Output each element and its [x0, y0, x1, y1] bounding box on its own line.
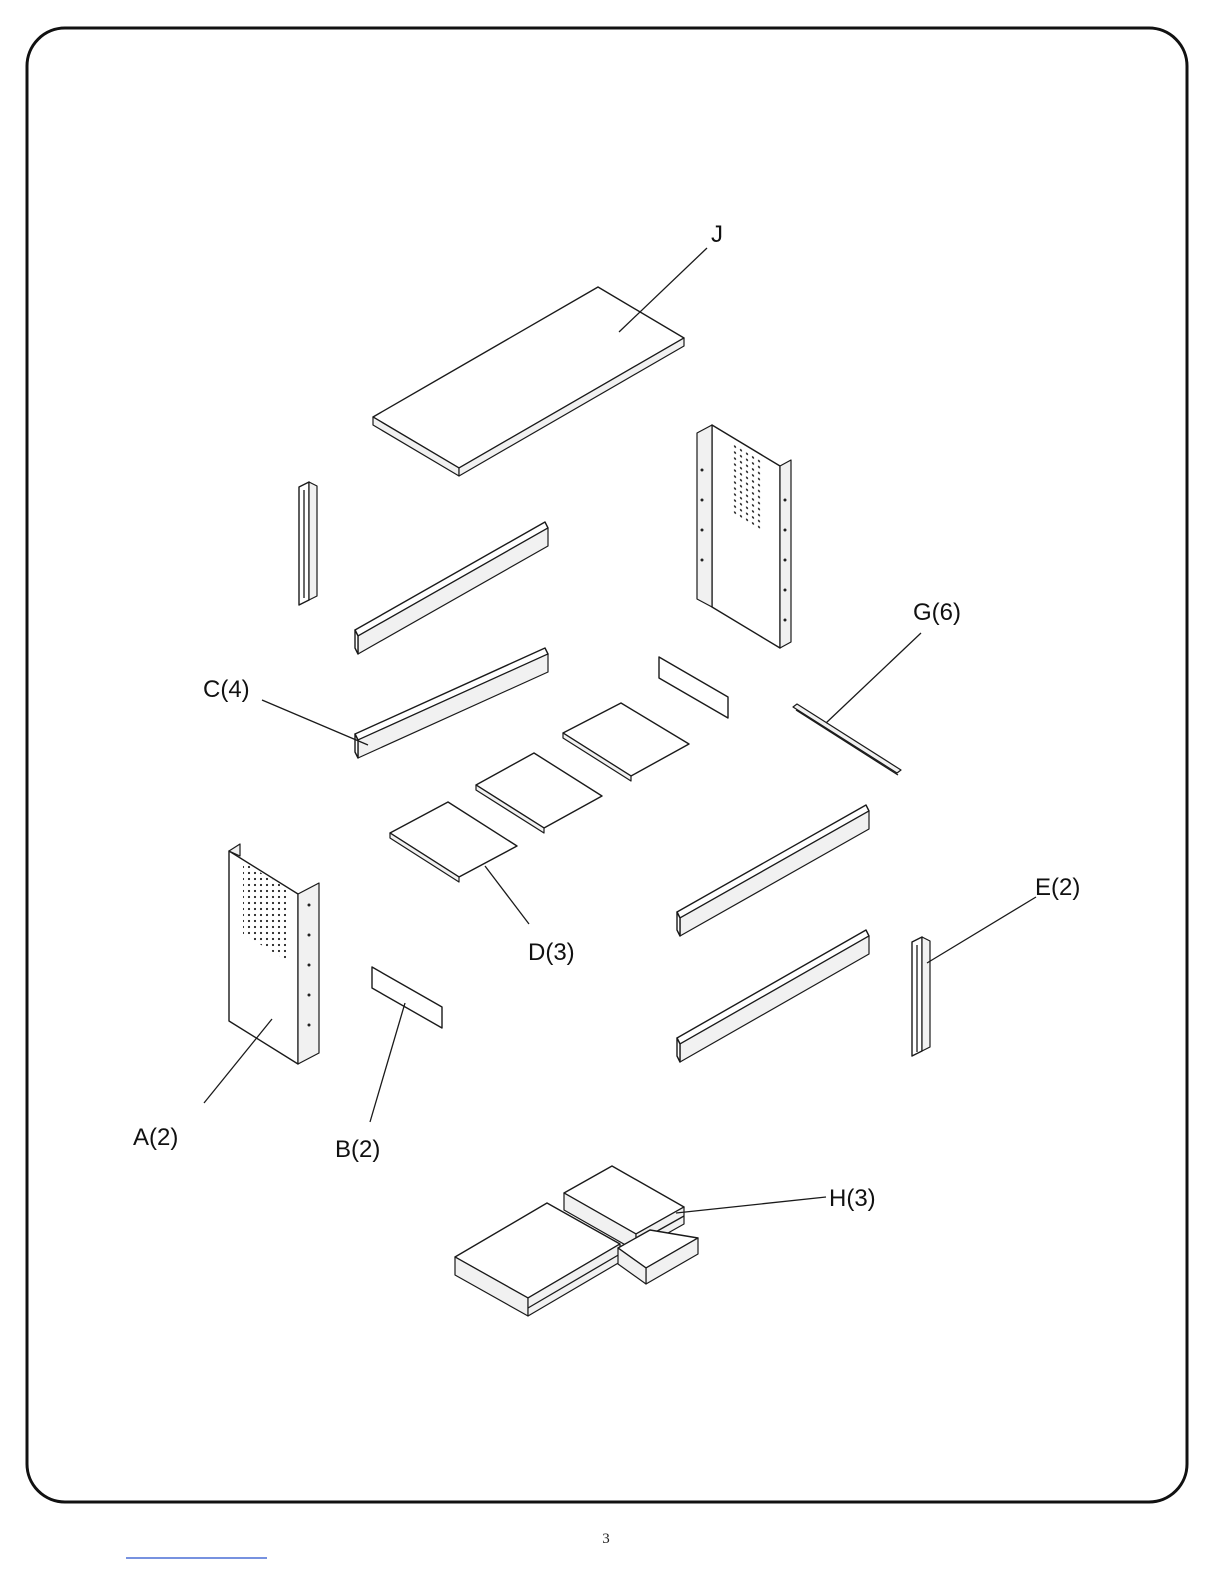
leader-g: [826, 633, 921, 723]
label-d: D(3): [528, 939, 575, 966]
leader-a: [204, 1019, 272, 1103]
label-h: H(3): [829, 1185, 876, 1212]
part-c-rail-upper-rear: [355, 522, 548, 654]
label-c: C(4): [203, 676, 250, 703]
part-a-side-panel-rear: [697, 425, 791, 648]
part-a-side-panel-front: [229, 844, 319, 1064]
leader-d: [485, 866, 529, 924]
leader-b: [370, 1003, 405, 1122]
label-e: E(2): [1035, 874, 1080, 901]
part-c-rail-upper-front: [677, 805, 869, 936]
part-c-rail-lower-rear: [355, 648, 548, 758]
label-a: A(2): [133, 1124, 178, 1151]
part-c-rail-lower-front: [677, 930, 869, 1062]
page-number: 3: [602, 1531, 610, 1547]
part-e-upright-rear: [299, 482, 317, 605]
label-g: G(6): [913, 599, 961, 626]
label-b: B(2): [335, 1136, 380, 1163]
part-e-upright-front: [912, 937, 930, 1056]
part-d-shelf-2: [476, 753, 602, 833]
part-b-back-panel-front: [372, 967, 442, 1028]
part-b-back-panel-rear: [659, 657, 728, 718]
leader-c: [262, 700, 368, 745]
label-j: J: [711, 221, 723, 248]
leader-h: [676, 1197, 826, 1213]
leader-j: [619, 248, 707, 332]
leader-e: [927, 897, 1036, 963]
part-d-shelf-1: [563, 703, 689, 781]
part-d-shelf-3: [390, 802, 517, 882]
part-g-drawer-slide: [793, 704, 901, 775]
